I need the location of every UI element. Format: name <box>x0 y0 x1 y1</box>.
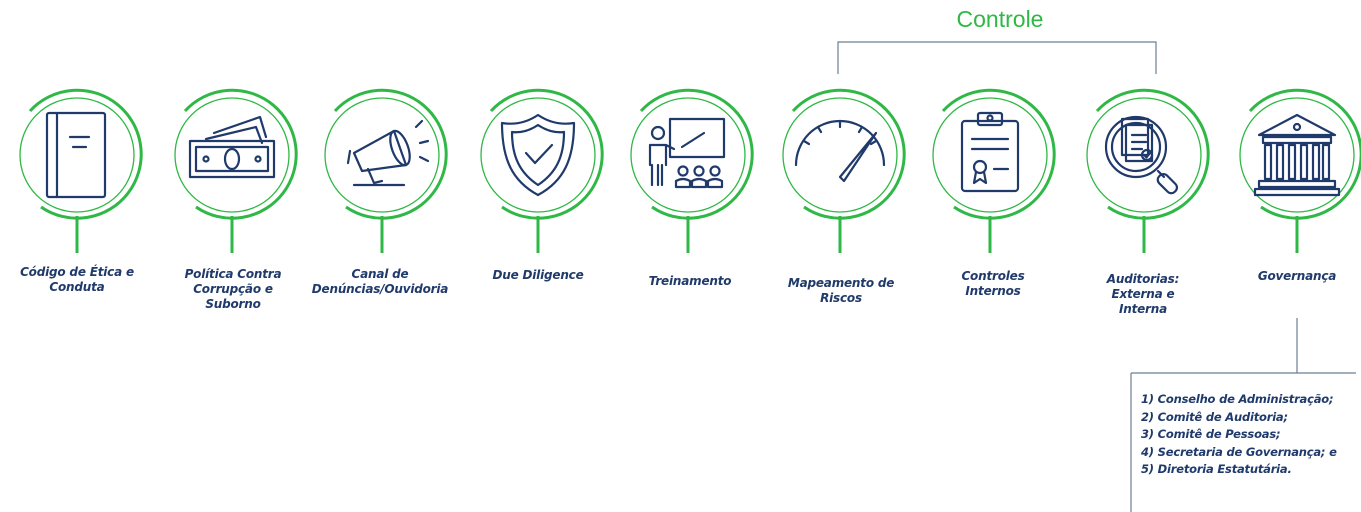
label-line: Canal de <box>351 267 409 281</box>
governance-item: 1) Conselho de Administração; <box>1141 392 1334 406</box>
pillar-label-politica-corrupcao: Política Contra Corrupção e Suborno <box>158 267 308 312</box>
governance-list-bracket <box>1130 372 1356 512</box>
controle-title: Controle <box>956 6 1044 32</box>
governance-item: 2) Comitê de Auditoria; <box>1141 409 1288 424</box>
presentation-icon <box>648 117 726 189</box>
audit-magnifier-icon <box>1104 115 1179 195</box>
pillar-label-mapeamento-riscos: Mapeamento de Riscos <box>766 276 916 306</box>
pillar-inner-ring <box>1086 97 1202 213</box>
label-line: Controles <box>961 269 1025 283</box>
label-line: Due Diligence <box>492 268 584 282</box>
label-line: Mapeamento de <box>787 276 895 290</box>
pillar-inner-ring <box>1239 97 1355 213</box>
money-bills-icon <box>188 115 276 179</box>
pillar-inner-ring <box>480 97 596 213</box>
pillar-label-auditorias: Auditorias: Externa e Interna <box>1068 272 1218 317</box>
pillar-inner-ring <box>174 97 290 213</box>
pillar-treinamento <box>630 88 754 253</box>
label-line: Código de Ética e <box>20 265 134 279</box>
pillar-ring <box>941 88 1056 220</box>
label-line: Auditorias: <box>1106 272 1180 286</box>
governance-item: 5) Diretoria Estatutária. <box>1141 462 1292 476</box>
label-line: Corrupção e <box>193 282 273 296</box>
pillar-label-governanca: Governança <box>1222 269 1361 284</box>
clipboard-certificate-icon <box>960 111 1020 193</box>
institution-building-icon <box>1253 113 1341 197</box>
pillar-ring <box>639 88 754 220</box>
label-line: Externa e <box>1111 287 1175 301</box>
pillar-codigo-etica <box>19 88 143 253</box>
label-line: Suborno <box>205 297 261 311</box>
pillar-inner-ring <box>630 97 746 213</box>
pillar-ring <box>333 88 448 220</box>
pillar-inner-ring <box>324 97 440 213</box>
pillar-inner-ring <box>782 97 898 213</box>
book-icon <box>45 111 107 199</box>
pillar-auditorias <box>1086 88 1210 253</box>
pillar-ring <box>183 88 298 220</box>
label-line: Internos <box>965 284 1021 298</box>
pillar-label-treinamento: Treinamento <box>615 274 765 289</box>
pillar-label-canal-denuncias: Canal de Denúncias/Ouvidoria <box>305 267 455 297</box>
label-line: Treinamento <box>648 274 732 288</box>
shield-check-icon <box>500 113 576 197</box>
pillar-inner-ring <box>19 97 135 213</box>
governance-item: 4) Secretaria de Governança; e <box>1141 444 1337 459</box>
label-line: Política Contra <box>184 267 282 281</box>
pillar-label-codigo-etica: Código de Ética e Conduta <box>2 265 152 295</box>
pillar-ring <box>489 88 604 220</box>
controle-bracket <box>837 41 1157 74</box>
gauge-icon <box>794 119 886 183</box>
pillar-inner-ring <box>932 97 1048 213</box>
pillar-controles-internos <box>932 88 1056 253</box>
label-line: Conduta <box>49 280 105 294</box>
governance-item: 3) Comitê de Pessoas; <box>1141 427 1281 441</box>
megaphone-icon <box>346 119 430 187</box>
pillar-canal-denuncias <box>324 88 448 253</box>
pillar-ring <box>28 88 143 220</box>
pillar-mapeamento-riscos <box>782 88 906 253</box>
pillar-ring <box>791 88 906 220</box>
label-line: Denúncias/Ouvidoria <box>311 282 449 296</box>
pillar-label-due-diligence: Due Diligence <box>463 268 613 283</box>
pillar-label-controles-internos: Controles Internos <box>918 269 1068 299</box>
label-line: Governança <box>1257 269 1337 283</box>
label-line: Riscos <box>820 291 862 305</box>
pillar-due-diligence <box>480 88 604 253</box>
pillar-politica-corrupcao <box>174 88 298 253</box>
pillar-ring <box>1248 88 1361 220</box>
governance-bodies-list: 1) Conselho de Administração; 2) Comitê … <box>1141 391 1361 479</box>
label-line: Interna <box>1118 302 1168 316</box>
pillar-ring <box>1095 88 1210 220</box>
pillar-governanca <box>1239 88 1361 253</box>
